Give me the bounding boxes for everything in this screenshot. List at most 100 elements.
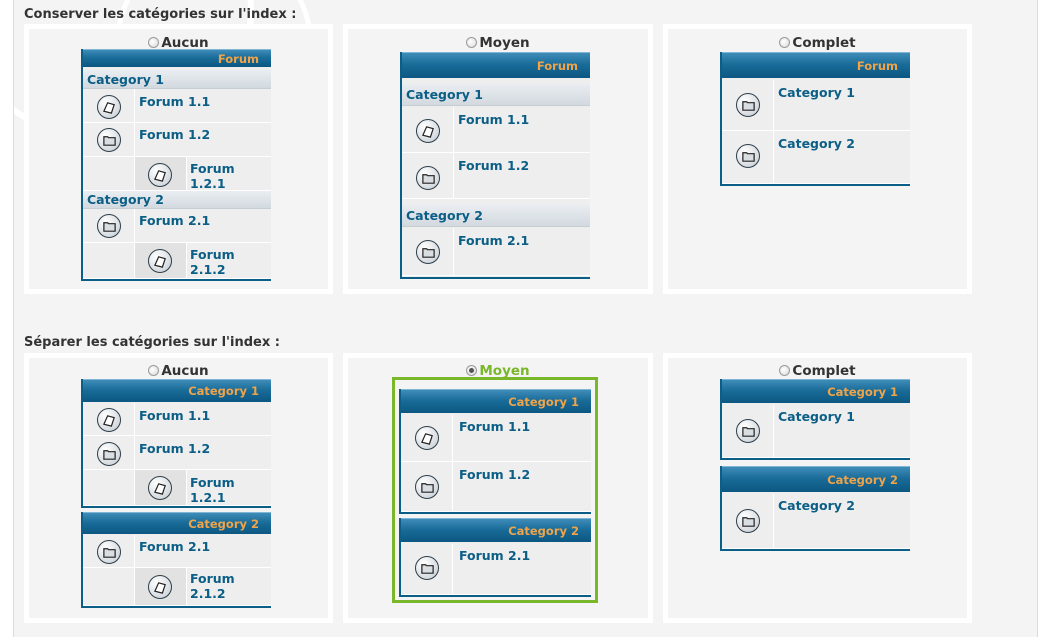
radio-button[interactable] <box>148 365 160 376</box>
option-conserver-aucun[interactable]: Aucun Forum Category 1 Forum 1.1 Forum 1… <box>24 24 333 294</box>
forum-preview: Forum Category 1 Category 2 <box>720 52 910 186</box>
forum-row: Forum 2.1 <box>401 544 591 595</box>
category-preview: Category 2 Category 2 <box>720 466 910 551</box>
folder-icon <box>415 475 439 499</box>
option-separer-aucun[interactable]: Aucun Category 1 Forum 1.1 Forum 1.2 For… <box>24 353 333 623</box>
forum-row: Forum 1.2.1 <box>83 157 271 191</box>
option-separer-moyen[interactable]: Moyen Category 1 Forum 1.1 Forum 1.2 Cat… <box>343 353 653 623</box>
folder-icon <box>97 540 121 564</box>
option-label[interactable]: Complet <box>668 363 967 379</box>
folder-icon <box>97 442 121 466</box>
open-book-icon <box>415 426 439 450</box>
open-book-icon <box>148 575 172 599</box>
forum-name[interactable]: Forum 2.1 <box>139 539 211 554</box>
forum-name[interactable]: Forum 1.2 <box>139 441 211 456</box>
forum-preview: Forum Category 1 Forum 1.1 Forum 1.2 For… <box>81 49 271 281</box>
open-book-icon <box>148 163 172 187</box>
folder-icon <box>97 214 121 238</box>
forum-header: Forum <box>722 52 910 78</box>
forum-row: Forum 1.1 <box>401 415 591 462</box>
category-preview: Category 2 Forum 2.1 <box>399 518 591 597</box>
subforum-name[interactable]: Forum 1.2.1 <box>190 161 235 191</box>
forum-name[interactable]: Forum 1.1 <box>139 94 211 109</box>
option-conserver-complet[interactable]: Complet Forum Category 1 Category 2 <box>663 24 972 294</box>
radio-button[interactable] <box>148 37 160 48</box>
folder-icon <box>416 240 440 264</box>
category-row: Category 1 <box>722 405 910 458</box>
forum-name[interactable]: Forum 1.1 <box>459 419 531 434</box>
folder-icon <box>736 93 760 117</box>
forum-name[interactable]: Forum 1.2 <box>139 127 211 142</box>
category-name[interactable]: Category 1 <box>778 85 855 100</box>
selection-highlight-frame <box>392 377 598 603</box>
folder-icon <box>736 144 760 168</box>
forum-preview: Forum Category 1 Forum 1.1 Forum 1.2 Cat… <box>400 52 590 279</box>
section-title-conserver: Conserver les catégories sur l'index : <box>24 7 297 22</box>
radio-button[interactable] <box>779 365 791 376</box>
open-book-icon <box>148 249 172 273</box>
subforum-name[interactable]: Forum 1.2.1 <box>190 475 235 505</box>
forum-row: Forum 1.2.1 <box>83 470 271 506</box>
option-label[interactable]: Moyen <box>348 363 648 379</box>
forum-row: Forum 2.1 <box>83 535 271 568</box>
forum-row: Forum 2.1.2 <box>83 568 271 606</box>
radio-button-checked[interactable] <box>466 365 478 376</box>
folder-icon <box>415 556 439 580</box>
category-header: Category 1 <box>722 379 910 403</box>
forum-row: Forum 1.2 <box>83 436 271 470</box>
subforum-name[interactable]: Forum 2.1.2 <box>190 571 235 601</box>
forum-row: Forum 1.1 <box>83 403 271 436</box>
forum-row: Forum 2.1.2 <box>83 243 271 279</box>
forum-row: Forum 1.2 <box>401 462 591 512</box>
folder-icon <box>97 128 121 152</box>
forum-name[interactable]: Forum 2.1 <box>458 233 530 248</box>
category-preview: Category 2 Forum 2.1 Forum 2.1.2 <box>81 512 271 608</box>
option-separer-complet[interactable]: Complet Category 1 Category 1 Category 2… <box>663 353 972 623</box>
category-header: Category 1 <box>401 389 591 413</box>
category-name[interactable]: Category 1 <box>778 409 855 424</box>
folder-icon <box>416 166 440 190</box>
section-title-separer: Séparer les catégories sur l'index : <box>24 335 280 350</box>
category-row: Category 1 <box>83 70 271 89</box>
category-header: Category 2 <box>401 518 591 542</box>
forum-name[interactable]: Forum 2.1 <box>139 213 211 228</box>
option-label[interactable]: Complet <box>668 35 967 51</box>
forum-row: Forum 2.1 <box>402 228 590 276</box>
forum-row: Forum 1.1 <box>402 107 590 153</box>
forum-row: Forum 1.1 <box>83 89 271 123</box>
category-row: Category 1 <box>722 80 910 131</box>
category-row: Category 2 <box>722 494 910 549</box>
category-row: Category 2 <box>83 191 271 209</box>
forum-name[interactable]: Forum 1.1 <box>139 408 211 423</box>
category-preview: Category 1 Category 1 <box>720 379 910 460</box>
option-label[interactable]: Aucun <box>29 363 328 379</box>
category-row: Category 2 <box>722 131 910 184</box>
subforum-name[interactable]: Forum 2.1.2 <box>190 247 235 277</box>
category-header: Category 2 <box>722 466 910 492</box>
category-name[interactable]: Category 2 <box>778 498 855 513</box>
forum-name[interactable]: Forum 1.1 <box>458 112 530 127</box>
forum-row: Forum 1.2 <box>402 153 590 199</box>
open-book-icon <box>148 476 172 500</box>
forum-name[interactable]: Forum 1.2 <box>459 467 531 482</box>
radio-button[interactable] <box>779 37 791 48</box>
category-header: Category 2 <box>83 512 271 534</box>
forum-row: Forum 2.1 <box>83 209 271 243</box>
folder-icon <box>736 419 760 443</box>
radio-button[interactable] <box>466 37 478 48</box>
option-conserver-moyen[interactable]: Moyen Forum Category 1 Forum 1.1 Forum 1… <box>343 24 653 294</box>
category-preview: Category 1 Forum 1.1 Forum 1.2 <box>399 389 591 514</box>
forum-header: Forum <box>402 52 590 78</box>
forum-row: Forum 1.2 <box>83 123 271 157</box>
forum-name[interactable]: Forum 2.1 <box>459 548 531 563</box>
option-label[interactable]: Aucun <box>29 35 328 51</box>
open-book-icon <box>97 408 121 432</box>
category-row: Category 1 <box>402 84 590 106</box>
folder-icon <box>736 509 760 533</box>
option-label[interactable]: Moyen <box>348 35 648 51</box>
open-book-icon <box>97 95 121 119</box>
category-name[interactable]: Category 2 <box>778 136 855 151</box>
category-row: Category 2 <box>402 205 590 227</box>
open-book-icon <box>416 119 440 143</box>
forum-name[interactable]: Forum 1.2 <box>458 158 530 173</box>
